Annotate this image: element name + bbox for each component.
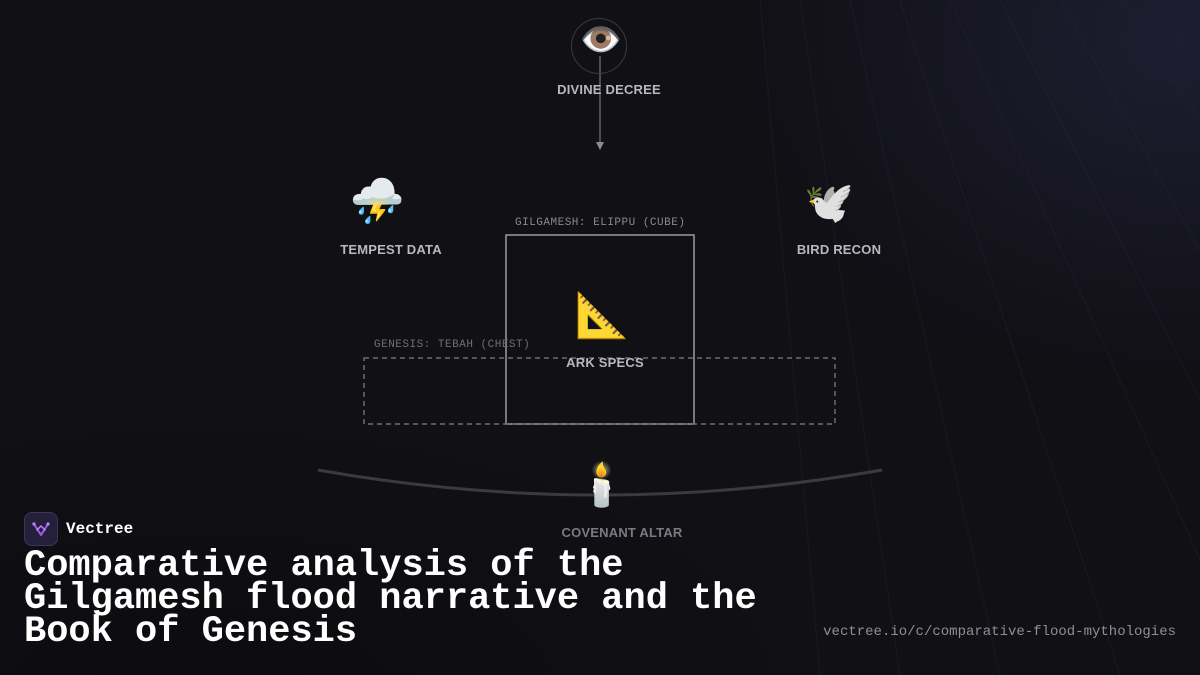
divine-decree-label: DIVINE DECREE bbox=[557, 82, 661, 97]
vectree-logo-icon bbox=[24, 512, 58, 546]
page-title: Comparative analysis of the Gilgamesh fl… bbox=[24, 545, 757, 653]
triangular-ruler-icon: 📐 bbox=[574, 290, 630, 341]
brand[interactable]: Vectree bbox=[24, 512, 133, 546]
ark-specs-label: ARK SPECS bbox=[566, 355, 644, 370]
divine-decree-circle bbox=[571, 18, 627, 74]
genesis-chest-box bbox=[363, 357, 836, 425]
storm-cloud-icon: ⛈️ bbox=[349, 176, 405, 227]
covenant-altar-label: COVENANT ALTAR bbox=[561, 525, 683, 540]
bird-recon-label: BIRD RECON bbox=[796, 242, 882, 257]
gilgamesh-cube-box bbox=[505, 234, 695, 425]
gilgamesh-annotation: GILGAMESH: ELIPPU (CUBE) bbox=[515, 217, 686, 229]
source-url[interactable]: vectree.io/c/comparative-flood-mythologi… bbox=[823, 624, 1176, 640]
altar-arc bbox=[317, 468, 883, 497]
candle-icon: 🕯️ bbox=[575, 460, 629, 509]
eye-icon: 👁️ bbox=[579, 20, 623, 60]
brand-name: Vectree bbox=[66, 520, 134, 538]
dove-icon: 🕊️ bbox=[804, 180, 854, 226]
tempest-data-label: TEMPEST DATA bbox=[340, 242, 442, 257]
genesis-annotation: GENESIS: TEBAH (CHEST) bbox=[374, 339, 531, 351]
